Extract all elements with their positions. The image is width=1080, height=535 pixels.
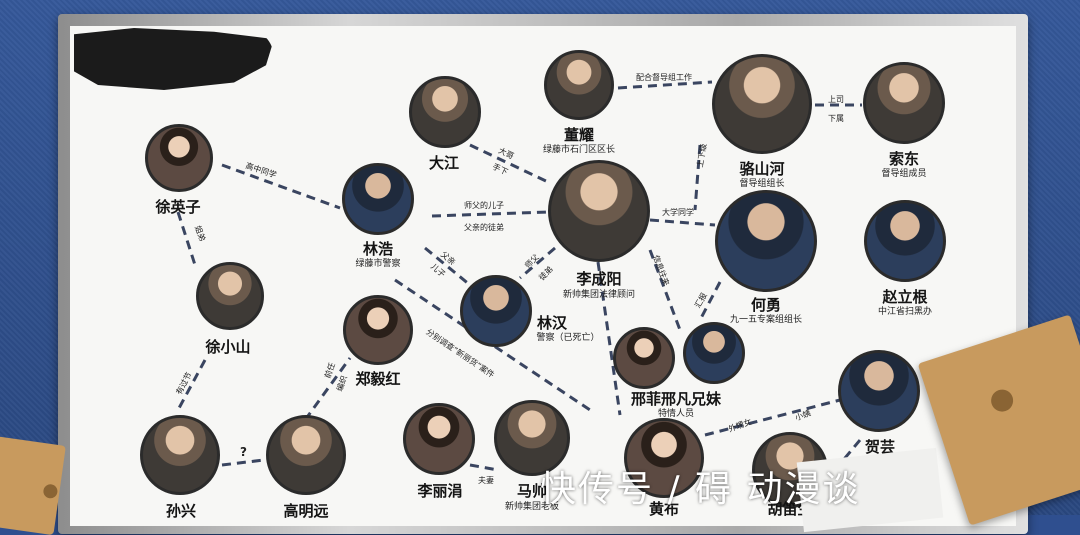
role-zhao-ligen: 中江省扫黑办 <box>877 307 933 317</box>
rel-daxue-tongxue: 大学同学 <box>662 208 694 217</box>
avatar-suo-dong <box>863 62 945 144</box>
name-he-yun: 贺芸 <box>864 438 896 456</box>
name-lin-han: 林汉 <box>536 314 568 332</box>
avatar-xu-yingzi <box>145 124 213 192</box>
link-lichengyang-huangbu <box>596 261 622 416</box>
role-xing-fei: 特情人员 <box>657 409 695 419</box>
link-sunxing-gaomingyuan <box>221 458 265 467</box>
rel-fuqi: 夫妻 <box>478 476 494 485</box>
link-lilijuan-mashuai <box>469 463 499 472</box>
avatar-zheng-yihong <box>343 295 413 365</box>
role-suo-dong: 督导组成员 <box>881 169 927 179</box>
avatar-xu-xiaoshan <box>196 262 264 330</box>
name-xu-yingzi: 徐英子 <box>155 198 201 216</box>
role-li-chengyang: 新帅集团法律顾问 <box>562 290 636 300</box>
avatar-zhao-ligen <box>864 200 946 282</box>
avatar-dong-yao <box>544 50 614 120</box>
watermark-text: 快传号 / 碍 动漫谈 <box>540 469 861 510</box>
avatar-he-yun <box>838 350 920 432</box>
avatar-lin-hao <box>342 163 414 235</box>
link-heyong-xingfei <box>698 281 722 321</box>
role-he-yong: 九一五专案组组长 <box>729 315 803 325</box>
link-gaomingyuan-zhengyihong <box>303 357 352 421</box>
link-hebu-heyun <box>704 398 841 437</box>
avatar-li-chengyang <box>548 160 650 262</box>
rel-shifu-erzi: 师父的儿子 <box>464 201 504 210</box>
name-he-yong: 何勇 <box>750 296 782 314</box>
link-linhao-lichengyang <box>431 210 549 218</box>
name-li-chengyang: 李成阳 <box>576 270 622 288</box>
name-luo-shanhe: 骆山河 <box>739 160 785 178</box>
rel-shangsi: 上司 <box>828 95 844 104</box>
rel-fuqin-tudi: 父亲的徒弟 <box>464 223 504 232</box>
rel-question-mark: ? <box>240 445 247 459</box>
role-lin-han: 警察（已死亡） <box>536 333 600 343</box>
role-luo-shanhe: 督导组组长 <box>739 179 785 189</box>
role-lin-hao: 绿藤市警察 <box>355 259 401 269</box>
envelope-clasp-icon <box>42 483 59 500</box>
name-dong-yao: 董耀 <box>563 126 595 144</box>
link-xuxiaoshan-sunxing <box>176 359 207 411</box>
name-da-jiang: 大江 <box>428 154 460 172</box>
link-linhao-linhan <box>424 246 471 287</box>
name-sun-xing: 孙兴 <box>165 502 197 520</box>
avatar-ma-shuai <box>494 400 570 476</box>
link-luoshanhe-heyong <box>693 144 702 211</box>
name-xu-xiaoshan: 徐小山 <box>205 338 251 356</box>
envelope-left-decoration <box>0 434 66 535</box>
link-xuyingzi-linhao <box>221 163 341 210</box>
name-huang-bu: 黄布 <box>648 500 680 518</box>
name-zhao-ligen: 赵立根 <box>882 288 928 306</box>
rel-xiashu: 下属 <box>828 114 844 123</box>
name-zheng-yihong: 郑毅红 <box>355 370 401 388</box>
link-xuyingzi-xuxiaoshan <box>176 211 197 266</box>
role-dong-yao: 绿藤市石门区区长 <box>542 145 616 155</box>
name-lin-hao: 林浩 <box>362 240 394 258</box>
name-ma-shuai: 马帅 <box>516 482 548 500</box>
role-ma-shuai: 新帅集团老板 <box>504 502 560 512</box>
avatar-xing-fei <box>613 327 675 389</box>
link-lichengyang-heyong <box>649 218 716 227</box>
avatar-li-lijuan <box>403 403 475 475</box>
name-li-lijuan: 李丽涓 <box>417 482 463 500</box>
avatar-luo-shanhe <box>712 54 812 154</box>
avatar-gao-mingyuan <box>266 415 346 495</box>
avatar-huang-bu <box>624 418 704 498</box>
link-linhao-huangbu <box>394 278 591 412</box>
link-lichengyang-linhan <box>519 246 556 280</box>
avatar-he-yong <box>715 190 817 292</box>
avatar-xing-fan <box>683 322 745 384</box>
avatar-sun-xing <box>140 415 220 495</box>
avatar-da-jiang <box>409 76 481 148</box>
name-suo-dong: 索东 <box>888 150 920 168</box>
name-xing-fei: 邢菲邢凡兄妹 <box>630 390 722 408</box>
name-gao-mingyuan: 高明远 <box>283 502 329 520</box>
rel-peihe-duduzu: 配合督导组工作 <box>636 73 692 82</box>
avatar-lin-han <box>460 275 532 347</box>
relationship-lines <box>176 80 862 472</box>
link-dongyao-luoshanhe <box>617 80 713 90</box>
envelope-clasp-icon <box>988 386 1016 415</box>
